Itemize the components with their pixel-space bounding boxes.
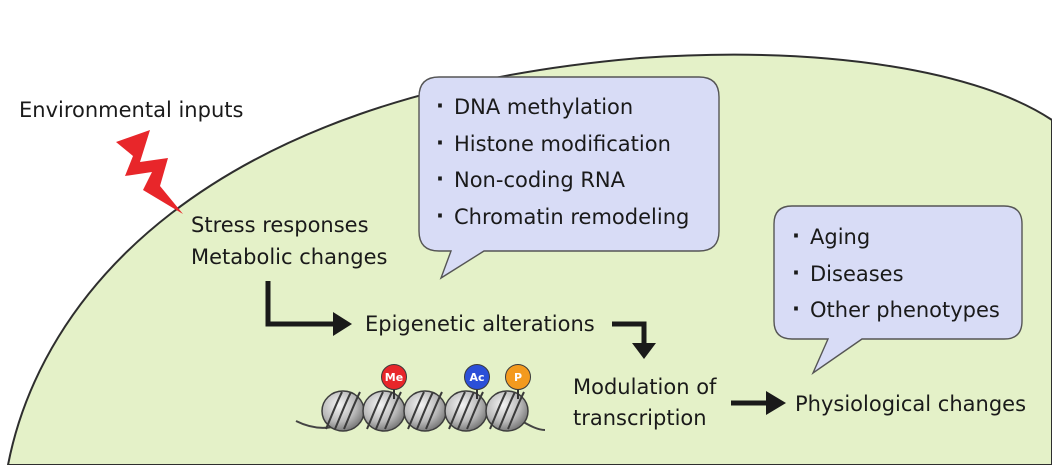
histone-mark-label: Me <box>385 371 403 384</box>
mechanism-item: Non-coding RNA <box>436 161 689 199</box>
environmental-inputs-label: Environmental inputs <box>19 98 244 122</box>
histone-mark: Ac <box>464 364 490 399</box>
epigenetic-alterations-label: Epigenetic alterations <box>365 312 595 336</box>
modulation-line-2: transcription <box>573 406 707 430</box>
nucleosome <box>403 390 447 432</box>
mechanism-item: Histone modification <box>436 125 689 163</box>
nucleosome <box>485 390 529 432</box>
arrow-to-physiological <box>731 391 786 415</box>
histone-mark-label: P <box>514 371 522 384</box>
histone-mark: Me <box>381 364 407 399</box>
lightning-bolt-icon <box>116 130 183 214</box>
nucleosome <box>444 390 488 432</box>
metabolic-changes-label: Metabolic changes <box>191 245 388 269</box>
modulation-line-1: Modulation of <box>573 375 717 399</box>
mechanism-item: DNA methylation <box>436 88 689 126</box>
histone-mark-label: Ac <box>469 371 484 384</box>
outcome-item: Diseases <box>792 255 1000 293</box>
physiological-changes-label: Physiological changes <box>795 392 1027 416</box>
stress-responses-label: Stress responses <box>191 213 369 237</box>
nucleosome <box>321 390 365 432</box>
nucleosome <box>362 390 406 432</box>
arrow-to-modulation <box>612 321 656 359</box>
chromatin-nucleosomes <box>295 390 546 432</box>
outcomes-list: Aging Diseases Other phenotypes <box>792 218 1000 329</box>
cell-body <box>6 53 1052 465</box>
mechanisms-list: DNA methylation Histone modification Non… <box>436 88 689 236</box>
arrow-to-epigenetic <box>265 281 352 336</box>
mechanism-item: Chromatin remodeling <box>436 198 689 236</box>
outcome-item: Aging <box>792 218 1000 256</box>
histone-mark: P <box>505 364 531 399</box>
outcome-item: Other phenotypes <box>792 291 1000 329</box>
